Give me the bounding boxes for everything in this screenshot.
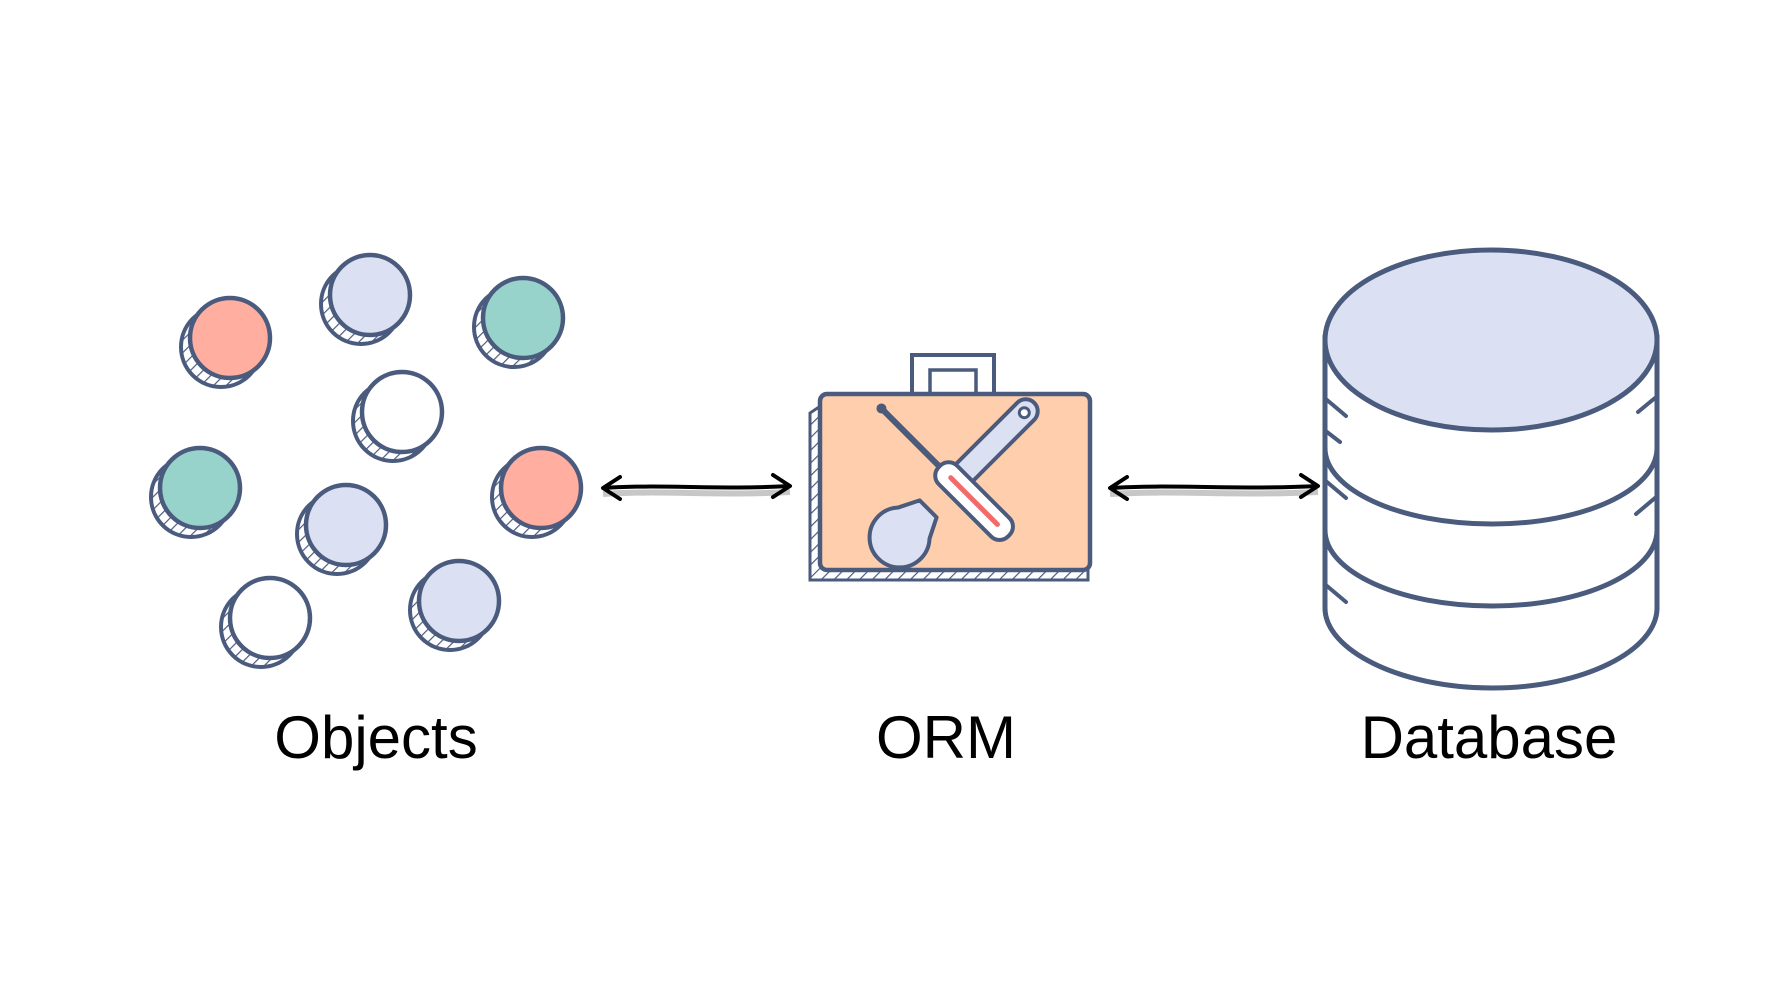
- object-circle-face: [416, 558, 502, 644]
- arrow-head-left: [1108, 475, 1129, 501]
- object-circle: [295, 482, 389, 576]
- object-circle-face: [327, 252, 413, 338]
- arrow-line: [1109, 484, 1319, 490]
- object-circle: [490, 445, 584, 539]
- object-circle: [472, 275, 566, 369]
- arrow-objects-orm: [601, 473, 792, 501]
- wrench-screwdriver-icon: [867, 397, 1040, 570]
- object-circle: [219, 575, 313, 669]
- object-circle: [179, 295, 273, 389]
- object-circle-face: [157, 445, 243, 531]
- database-ring: [1322, 529, 1660, 609]
- object-circle-face: [480, 275, 566, 361]
- arrow-shadow: [1109, 489, 1319, 497]
- database-cylinder-icon: [1322, 247, 1660, 691]
- toolbox-icon: [808, 353, 1093, 582]
- orm-label: ORM: [876, 704, 1016, 771]
- object-circle-face: [227, 575, 313, 661]
- arrow-orm-database: [1108, 473, 1320, 501]
- object-circle-face: [359, 369, 445, 455]
- object-circle-face: [187, 295, 273, 381]
- arrow-head-left: [601, 475, 622, 501]
- arrow-shadow: [602, 489, 791, 497]
- arrow-head-right: [771, 473, 792, 499]
- object-circle: [149, 445, 243, 539]
- object-circle-face: [498, 445, 584, 531]
- objects-cluster: [149, 252, 584, 669]
- objects-label: Objects: [274, 704, 478, 771]
- database-ring: [1322, 447, 1660, 527]
- arrow-head-right: [1299, 473, 1320, 499]
- object-circle: [408, 558, 502, 652]
- database-top: [1322, 247, 1660, 433]
- wrench-icon: [867, 397, 1040, 570]
- arrow-line: [602, 484, 791, 490]
- object-circle: [319, 252, 413, 346]
- screwdriver-icon: [876, 403, 1015, 542]
- database-body: [1322, 335, 1660, 691]
- database-label: Database: [1360, 704, 1618, 771]
- object-circle-face: [303, 482, 389, 568]
- object-circle: [351, 369, 445, 463]
